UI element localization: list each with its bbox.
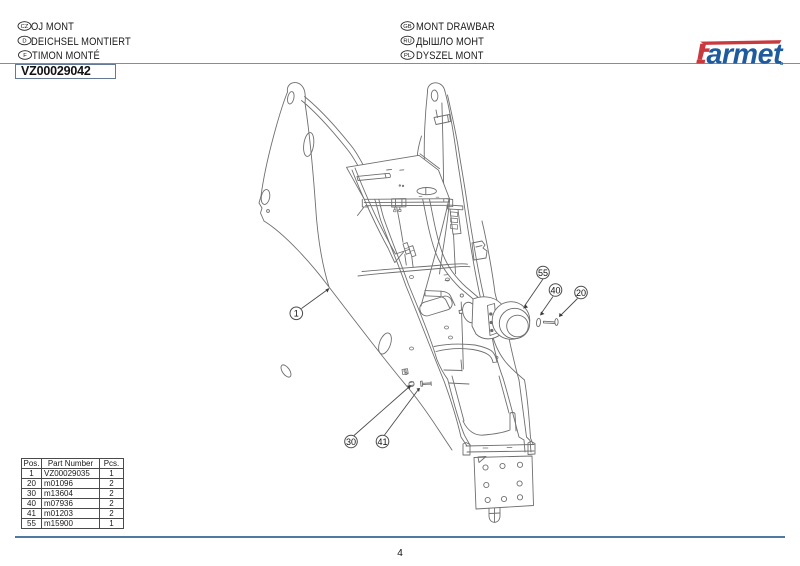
svg-text:CZ: CZ (21, 24, 29, 30)
svg-text:PL: PL (404, 53, 412, 59)
svg-text:55: 55 (538, 268, 548, 278)
svg-text:1: 1 (294, 309, 299, 319)
svg-text:GB: GB (403, 24, 412, 30)
svg-text:20: 20 (576, 288, 586, 298)
svg-text:40: 40 (550, 285, 560, 295)
svg-text:D: D (22, 39, 26, 45)
svg-text:F: F (23, 53, 27, 59)
svg-text:30: 30 (346, 437, 356, 447)
svg-text:41: 41 (377, 437, 387, 447)
svg-text:RU: RU (403, 39, 411, 45)
